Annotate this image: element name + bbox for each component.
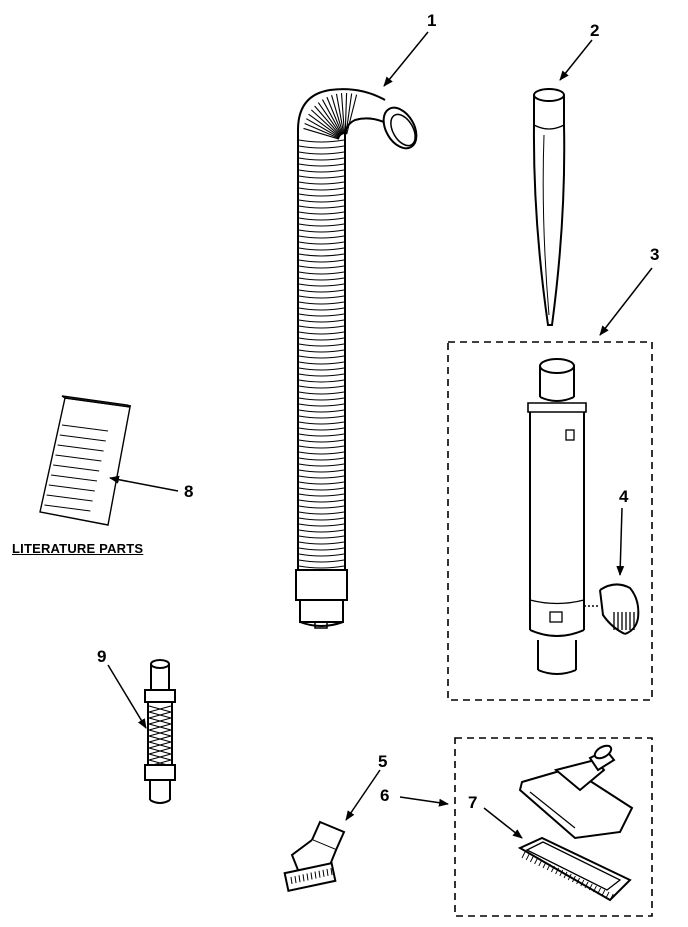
leader-7 [483, 807, 523, 839]
literature-booklet-part-8 [39, 395, 132, 526]
leader-3 [599, 267, 653, 336]
crevice-tool-part-2 [532, 88, 566, 326]
literature-parts-label: LITERATURE PARTS [12, 541, 144, 556]
leader-lines [107, 31, 653, 839]
leader-6 [399, 796, 449, 807]
floor-tools-group-box [454, 737, 653, 917]
dusting-brush-part-5 [283, 820, 346, 892]
leader-1 [383, 31, 429, 87]
leader-8 [109, 475, 179, 492]
callout-6: 6 [380, 786, 389, 805]
leader-2 [559, 39, 593, 81]
callout-8: 8 [184, 482, 193, 501]
leader-9 [107, 664, 147, 729]
callout-2: 2 [590, 21, 599, 40]
hose-part-1 [295, 88, 418, 629]
upholstery-tool-part-7 [517, 836, 632, 902]
callout-4: 4 [619, 487, 629, 506]
small-hose-part-9 [144, 659, 176, 804]
leader-5 [345, 769, 381, 821]
leader-4 [616, 507, 625, 576]
callout-numbers: 1 2 3 4 5 6 7 8 9 [97, 11, 659, 812]
extension-wand-part-3 [527, 358, 587, 675]
floor-tool [518, 744, 634, 840]
callout-9: 9 [97, 647, 106, 666]
callout-7: 7 [468, 793, 477, 812]
wand-assembly-group-box [447, 341, 653, 701]
callout-5: 5 [378, 752, 387, 771]
clip-part-4 [599, 583, 640, 635]
callout-1: 1 [427, 11, 436, 30]
callout-3: 3 [650, 245, 659, 264]
